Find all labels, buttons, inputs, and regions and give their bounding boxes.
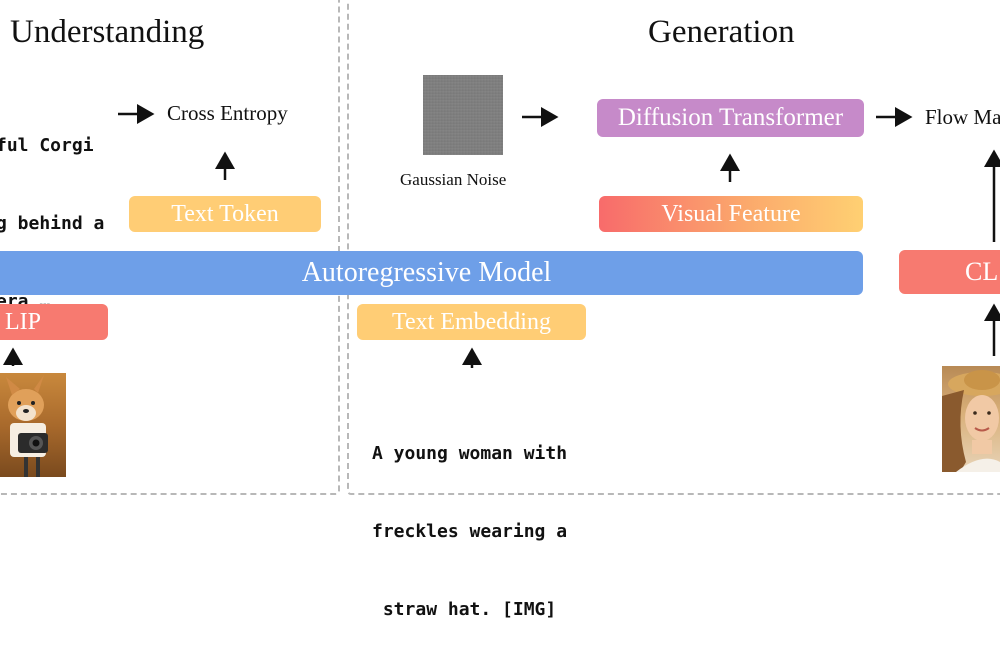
gaussian-noise-image	[423, 75, 503, 155]
woman-image	[942, 366, 1000, 472]
prompt-line: straw hat. [IMG]	[382, 599, 557, 620]
caption-line: ful Corgi	[0, 135, 94, 156]
prompt-line: A young woman with	[372, 443, 568, 464]
understanding-caption: ful Corgi g behind a era …	[0, 81, 104, 341]
text-embedding-box: Text Embedding	[357, 304, 586, 340]
autoregressive-model-bar: Autoregressive Model	[0, 251, 863, 295]
understanding-clip-box: LIP	[0, 304, 108, 340]
understanding-title: Understanding	[10, 14, 205, 50]
gaussian-noise-label: Gaussian Noise	[400, 170, 507, 189]
cross-entropy-label: Cross Entropy	[167, 101, 288, 125]
arrows-layer	[2, 104, 1000, 368]
woman-icon	[942, 370, 1000, 472]
corgi-image	[0, 373, 66, 477]
caption-line: g behind a	[0, 213, 105, 234]
generation-panel	[347, 0, 1000, 495]
flow-matching-label: Flow Ma	[925, 105, 1000, 129]
text-token-box: Text Token	[129, 196, 321, 232]
visual-feature-box: Visual Feature	[599, 196, 863, 232]
clip-label: LIP	[5, 308, 41, 335]
generation-clip-box: CL	[899, 250, 1000, 294]
corgi-icon	[6, 375, 48, 477]
diffusion-transformer-box: Diffusion Transformer	[597, 99, 864, 137]
prompt-line: freckles wearing a	[372, 521, 568, 542]
generation-title: Generation	[648, 14, 795, 50]
clip-label: CL	[965, 257, 999, 286]
understanding-panel	[0, 0, 340, 495]
